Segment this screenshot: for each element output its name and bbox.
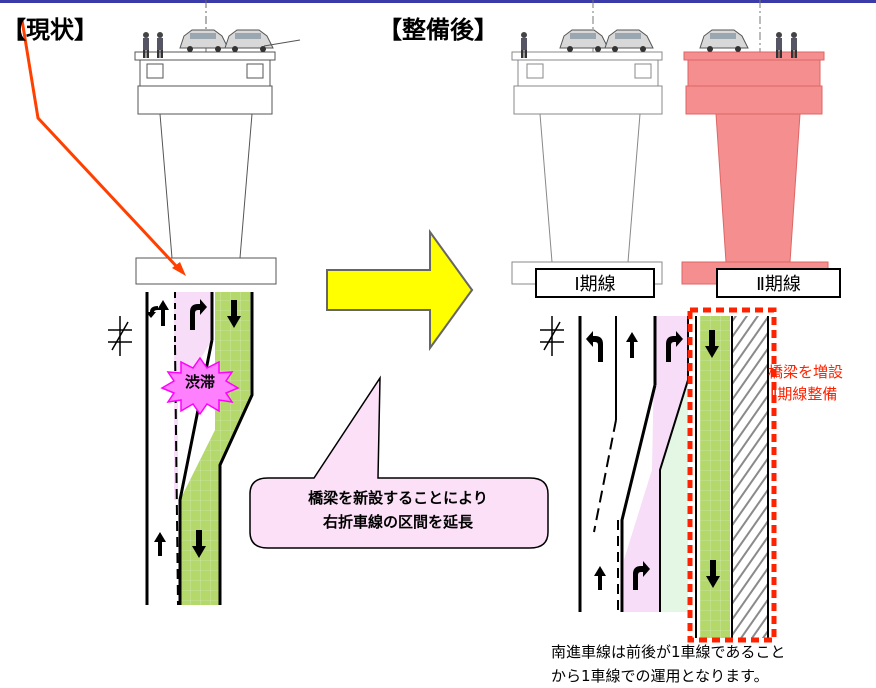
pointer-arrow [20,19,186,276]
phase2-bridge-pier [681,0,829,285]
arrow-right-turn-icon [190,299,207,330]
arrow-down-icon [227,300,241,328]
current-road-plan [108,292,254,606]
arrow-down-icon [192,530,206,558]
centerline-symbol-2 [540,316,564,356]
arrow-left-turn-icon [586,331,603,362]
callout-line-2: 右折車線の区間を延長 [322,513,473,531]
arrow-straight-left-turn-icon [146,300,169,326]
traffic-jam-label: 渋滞 [184,373,215,391]
after-road-plan [540,307,777,643]
arrow-up-icon [154,532,166,556]
phase2-label: Ⅱ期線 [716,268,841,298]
arrow-down-icon [706,560,720,588]
red-note-line-1: 橋梁を増設 [768,363,844,381]
bottom-note: 南進車線は前後が1車線であること から1車線での運用となります。 [551,640,785,688]
phase1-label: Ⅰ期線 [535,268,655,298]
callout-text: 橋梁を新設することにより 右折車線の区間を延長 [263,486,533,534]
bottom-note-line-1: 南進車線は前後が1車線であること [551,643,786,661]
current-bridge-pier [134,0,301,285]
top-rule [0,0,876,3]
arrow-up-icon [626,332,638,358]
arrow-up-icon [594,566,606,590]
arrow-right-turn-icon [666,331,683,362]
red-note-line-2: Ⅱ期線整備 [770,385,838,403]
arrow-down-icon [705,330,719,358]
heading-current: 【現状】 [2,16,98,44]
centerline-symbol [108,316,132,356]
traffic-jam-burst [160,356,240,416]
phase2-dashed-frame [687,307,777,643]
phase1-bridge-pier [511,0,663,285]
callout-bubble [249,375,549,549]
heading-after: 【整備後】 [378,16,498,44]
bottom-note-line-2: から1車線での運用となります。 [551,667,769,685]
arrow-right-turn-icon [633,561,650,590]
transition-arrow-body [326,228,474,352]
callout-line-1: 橋梁を新設することにより [308,489,488,507]
